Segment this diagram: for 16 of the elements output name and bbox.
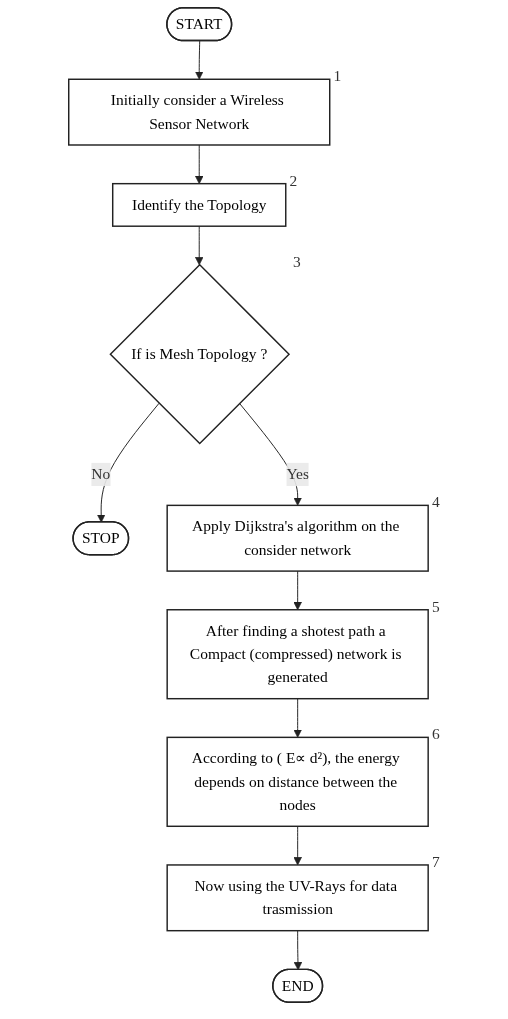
step-number: 4 xyxy=(431,493,440,511)
step-number: 5 xyxy=(431,597,440,615)
node-box: Initially consider a Wireless Sensor Network xyxy=(67,78,331,146)
node-diamond: If is Mesh Topology ? xyxy=(109,263,290,445)
step-number: 3 xyxy=(292,252,301,270)
edge-label: Yes xyxy=(286,465,309,483)
step-number: 7 xyxy=(431,852,440,870)
node-box: Apply Dijkstra's algorithm on the consider network xyxy=(166,504,429,572)
node-box: Now using the UV-Rays for data trasmission xyxy=(166,864,429,932)
step-number: 6 xyxy=(431,725,440,743)
step-number: 1 xyxy=(333,67,341,85)
edge-label: No xyxy=(90,465,110,483)
node-box: According to ( E∝ d²), the energy depends on distance between the nodes xyxy=(166,736,429,827)
step-number: 2 xyxy=(289,171,297,189)
node-box: Identify the Topology xyxy=(111,182,287,227)
node-box: After finding a shotest path a Compact (compressed) network is generated xyxy=(166,609,429,700)
